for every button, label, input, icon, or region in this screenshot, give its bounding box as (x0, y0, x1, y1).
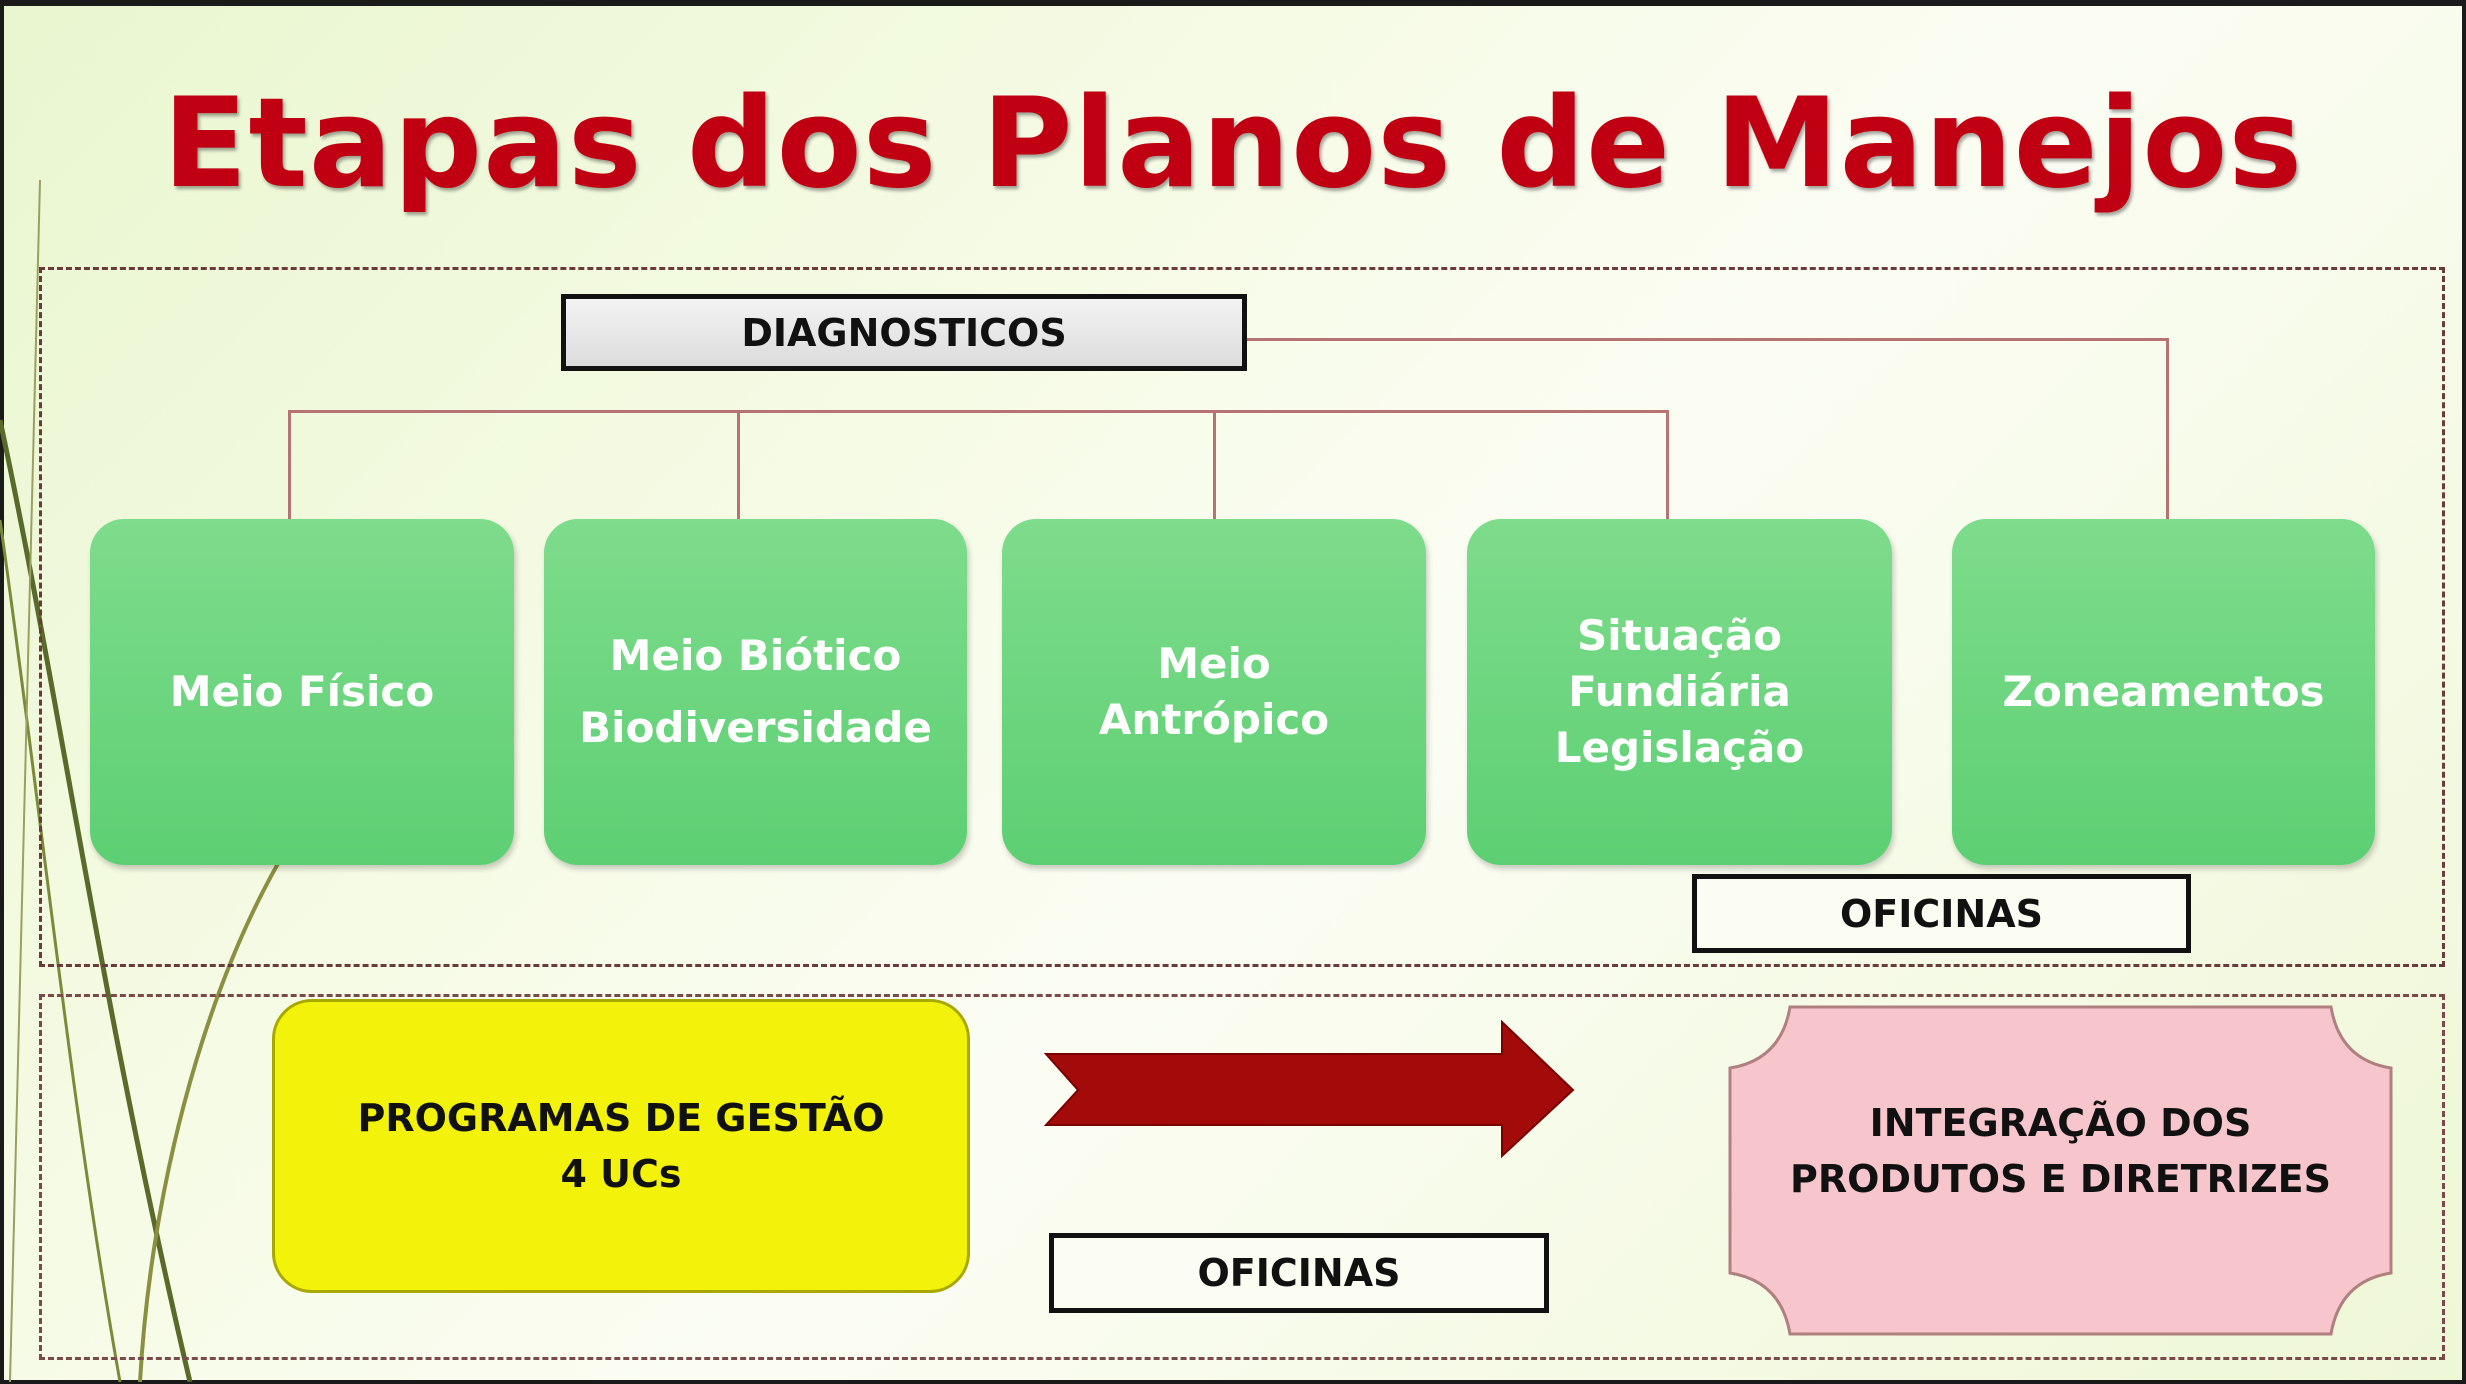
category-label: Fundiária (1568, 667, 1791, 716)
programas-line1: PROGRAMAS DE GESTÃO (357, 1096, 885, 1140)
programas-box: PROGRAMAS DE GESTÃO 4 UCs (272, 999, 970, 1293)
category-meio-fisico: Meio Físico (90, 519, 514, 865)
category-label: Legislação (1554, 723, 1805, 772)
integracao-box: INTEGRAÇÃO DOS PRODUTOS E DIRETRIZES (1730, 1007, 2391, 1334)
connector (2166, 338, 2169, 520)
category-label: Meio Biótico (609, 631, 902, 680)
integracao-line2: PRODUTOS E DIRETRIZES (1790, 1156, 2331, 1201)
oficinas-top-label: OFICINAS (1692, 874, 2191, 953)
oficinas-bottom-label: OFICINAS (1049, 1233, 1549, 1313)
connector (288, 410, 291, 520)
integracao-line1: INTEGRAÇÃO DOS (1869, 1100, 2252, 1145)
category-zoneamentos: Zoneamentos (1952, 519, 2375, 865)
connector (1666, 410, 1669, 520)
category-label: Zoneamentos (2002, 667, 2325, 716)
category-label: Antrópico (1098, 695, 1330, 744)
category-label: Biodiversidade (579, 703, 932, 752)
category-label: Meio Físico (169, 667, 435, 716)
diagnostics-section (39, 267, 2445, 967)
connector (1213, 410, 1216, 520)
connector (1247, 338, 2168, 341)
page-title: Etapas dos Planos de Manejos (162, 72, 2304, 216)
category-label: Situação (1576, 611, 1783, 660)
management-section (39, 994, 2445, 1360)
connector (288, 410, 1669, 413)
diagnosticos-label: DIAGNOSTICOS (561, 294, 1247, 371)
programas-line2: 4 UCs (560, 1152, 682, 1196)
connector (737, 410, 740, 520)
category-label: Meio (1157, 639, 1271, 688)
